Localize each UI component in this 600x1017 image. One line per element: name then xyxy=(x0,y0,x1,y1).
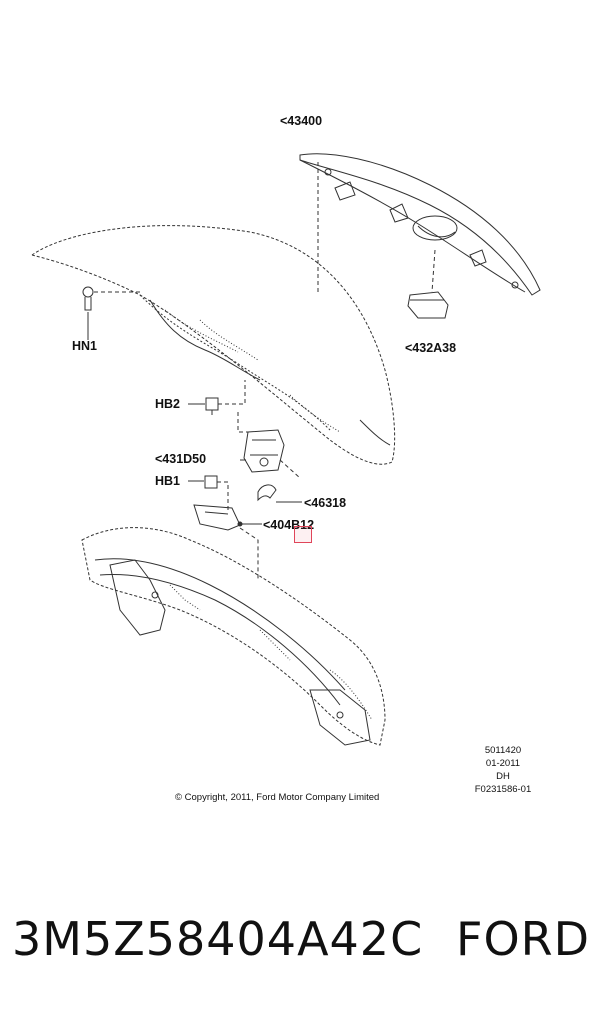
license-lamp xyxy=(407,291,449,319)
hn1-fastener xyxy=(82,286,94,298)
highlight-marker xyxy=(294,526,312,543)
meta-line-3: DH xyxy=(496,771,510,782)
parts-diagram xyxy=(30,153,541,746)
meta-line-4: F0231586-01 xyxy=(474,784,532,795)
spoiler-panel xyxy=(299,153,541,296)
hb2-bolt xyxy=(205,397,219,415)
part-number: 3M5Z58404A42C xyxy=(12,912,424,966)
brand-name: FORD xyxy=(456,912,591,966)
rear-body-panel xyxy=(81,527,386,746)
meta-line-1: 5011420 xyxy=(484,745,522,756)
callout-43400: <43400 xyxy=(280,114,323,128)
callout-hn1: HN1 xyxy=(72,339,98,353)
diagram-metadata: 5011420 01-2011 DH F0231586-01 xyxy=(470,744,536,796)
striker-404b12 xyxy=(193,504,241,531)
hb1-bolt xyxy=(204,475,218,489)
callout-hb2: HB2 xyxy=(155,397,181,411)
copyright-text: © Copyright, 2011, Ford Motor Company Li… xyxy=(175,792,380,803)
callout-hb1: HB1 xyxy=(155,474,181,488)
trunk-lid xyxy=(30,225,396,465)
callout-404b12: <404B12 xyxy=(263,518,315,532)
latch-assembly xyxy=(243,429,285,473)
callout-432a38: <432A38 xyxy=(405,341,457,355)
callout-46318: <46318 xyxy=(304,496,347,510)
meta-line-2: 01-2011 xyxy=(485,758,521,769)
cable-46318 xyxy=(257,484,277,502)
callout-431d50: <431D50 xyxy=(155,452,207,466)
